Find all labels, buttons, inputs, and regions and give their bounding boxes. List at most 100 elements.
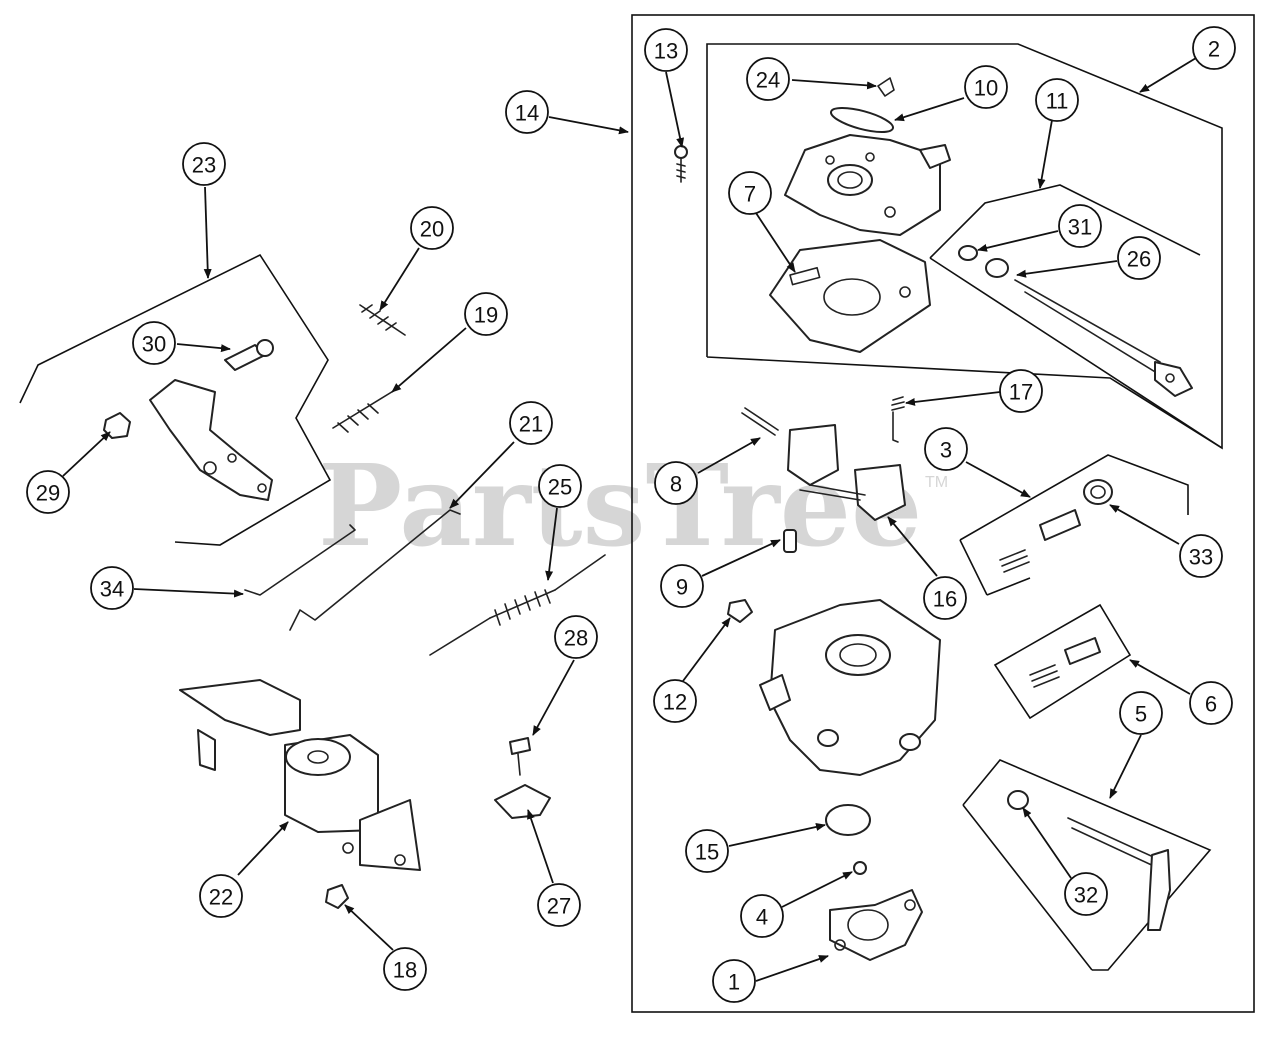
- callout-label: 22: [209, 885, 233, 910]
- part-16-float[interactable]: [787, 424, 906, 521]
- part-8-pin[interactable]: [741, 407, 779, 436]
- part-20-spring[interactable]: [359, 304, 406, 336]
- callout-label: 7: [744, 182, 756, 207]
- callout-32[interactable]: 32: [1064, 872, 1108, 916]
- callout-label: 8: [670, 472, 682, 497]
- callout-18[interactable]: 18: [383, 947, 427, 991]
- callout-8[interactable]: 8: [654, 461, 698, 505]
- callout-12[interactable]: 12: [653, 679, 697, 723]
- callout-7[interactable]: 7: [728, 171, 772, 215]
- callout-11[interactable]: 11: [1035, 78, 1079, 122]
- group-3-outline: [959, 454, 1189, 541]
- callout-label: 1: [728, 970, 740, 995]
- callout-4[interactable]: 4: [740, 894, 784, 938]
- callout-6[interactable]: 6: [1189, 681, 1233, 725]
- callout-28[interactable]: 28: [554, 615, 598, 659]
- callout-21[interactable]: 21: [509, 401, 553, 445]
- group-6-outline: [993, 603, 1132, 720]
- callout-label: 10: [974, 76, 998, 101]
- part-12-plug[interactable]: [727, 599, 753, 623]
- callout-2[interactable]: 2: [1192, 26, 1236, 70]
- part-speed-control-bracket[interactable]: [149, 379, 273, 501]
- callout-label: 18: [393, 958, 417, 983]
- callout-5[interactable]: 5: [1119, 691, 1163, 735]
- callout-9[interactable]: 9: [660, 564, 704, 608]
- callout-22[interactable]: 22: [199, 874, 243, 918]
- callout-33[interactable]: 33: [1179, 534, 1223, 578]
- callout-27[interactable]: 27: [537, 883, 581, 927]
- part-5-choke-shaft[interactable]: [1067, 817, 1171, 931]
- part-27-clip[interactable]: [494, 784, 551, 819]
- callout-26[interactable]: 26: [1117, 236, 1161, 280]
- part-28-screw[interactable]: [509, 737, 531, 776]
- callout-3[interactable]: 3: [924, 427, 968, 471]
- part-34-link[interactable]: [244, 524, 356, 596]
- part-7-gasket[interactable]: [769, 239, 931, 353]
- callout-label: 33: [1189, 545, 1213, 570]
- callout-label: 14: [515, 101, 539, 126]
- callout-label: 20: [420, 217, 444, 242]
- callout-34[interactable]: 34: [90, 566, 134, 610]
- callout-25[interactable]: 25: [538, 464, 582, 508]
- callout-17[interactable]: 17: [999, 369, 1043, 413]
- group-23-outline: [19, 253, 332, 546]
- part-15-welch-plug[interactable]: [825, 804, 871, 836]
- part-1-gasket[interactable]: [829, 889, 923, 961]
- part-26-throttle-shaft[interactable]: [985, 258, 1193, 397]
- callout-16[interactable]: 16: [923, 576, 967, 620]
- callout-label: 30: [142, 332, 166, 357]
- callout-30[interactable]: 30: [132, 321, 176, 365]
- group-5-outline: [962, 759, 1212, 971]
- part-17-spring[interactable]: [891, 396, 905, 443]
- part-3-mixture-needle[interactable]: [999, 509, 1081, 573]
- callout-13[interactable]: 13: [644, 28, 688, 72]
- callout-label: 11: [1046, 89, 1069, 114]
- callout-label: 19: [474, 303, 498, 328]
- callout-24[interactable]: 24: [746, 57, 790, 101]
- part-upper-carburetor-body[interactable]: [784, 134, 951, 236]
- callout-label: 13: [654, 39, 678, 64]
- part-6-idle-screw[interactable]: [1029, 637, 1101, 688]
- callout-label: 34: [100, 577, 124, 602]
- part-4-screw[interactable]: [853, 861, 867, 875]
- part-31-bushing[interactable]: [958, 245, 978, 261]
- part-18-screw[interactable]: [325, 884, 349, 909]
- carburetor-assembly-frame: [631, 14, 1255, 1013]
- callout-label: 24: [756, 68, 780, 93]
- callout-label: 23: [192, 153, 216, 178]
- part-32-seal[interactable]: [1007, 790, 1029, 810]
- callout-14[interactable]: 14: [505, 90, 549, 134]
- callout-label: 2: [1208, 37, 1220, 62]
- callout-label: 31: [1068, 215, 1092, 240]
- part-13-screw[interactable]: [674, 145, 688, 183]
- callout-20[interactable]: 20: [410, 206, 454, 250]
- callout-label: 12: [663, 690, 687, 715]
- callout-label: 4: [756, 905, 768, 930]
- group-2-inner-edge: [929, 184, 1201, 259]
- callout-31[interactable]: 31: [1058, 204, 1102, 248]
- part-24-clip[interactable]: [877, 77, 895, 97]
- callout-label: 16: [933, 587, 957, 612]
- callout-label: 32: [1074, 883, 1098, 908]
- part-21-link[interactable]: [289, 509, 461, 631]
- callout-29[interactable]: 29: [26, 470, 70, 514]
- callout-label: 3: [940, 438, 952, 463]
- callout-15[interactable]: 15: [685, 829, 729, 873]
- callout-label: 25: [548, 475, 572, 500]
- callout-19[interactable]: 19: [464, 292, 508, 336]
- part-25-spring-link[interactable]: [429, 554, 606, 656]
- callout-1[interactable]: 1: [712, 959, 756, 1003]
- part-lower-carburetor-body[interactable]: [759, 599, 941, 776]
- callout-label: 15: [695, 840, 719, 865]
- part-22-solenoid-assembly[interactable]: [179, 679, 421, 871]
- callout-23[interactable]: 23: [182, 142, 226, 186]
- part-10-throttle-plate[interactable]: [829, 103, 895, 137]
- watermark-trademark: TM: [925, 474, 948, 491]
- part-30-screw[interactable]: [224, 339, 274, 371]
- callout-label: 26: [1127, 247, 1151, 272]
- part-33-o-ring[interactable]: [1083, 479, 1113, 505]
- part-19-spring[interactable]: [332, 389, 396, 433]
- callout-label: 5: [1135, 702, 1147, 727]
- callout-10[interactable]: 10: [964, 65, 1008, 109]
- part-9-needle[interactable]: [783, 529, 797, 553]
